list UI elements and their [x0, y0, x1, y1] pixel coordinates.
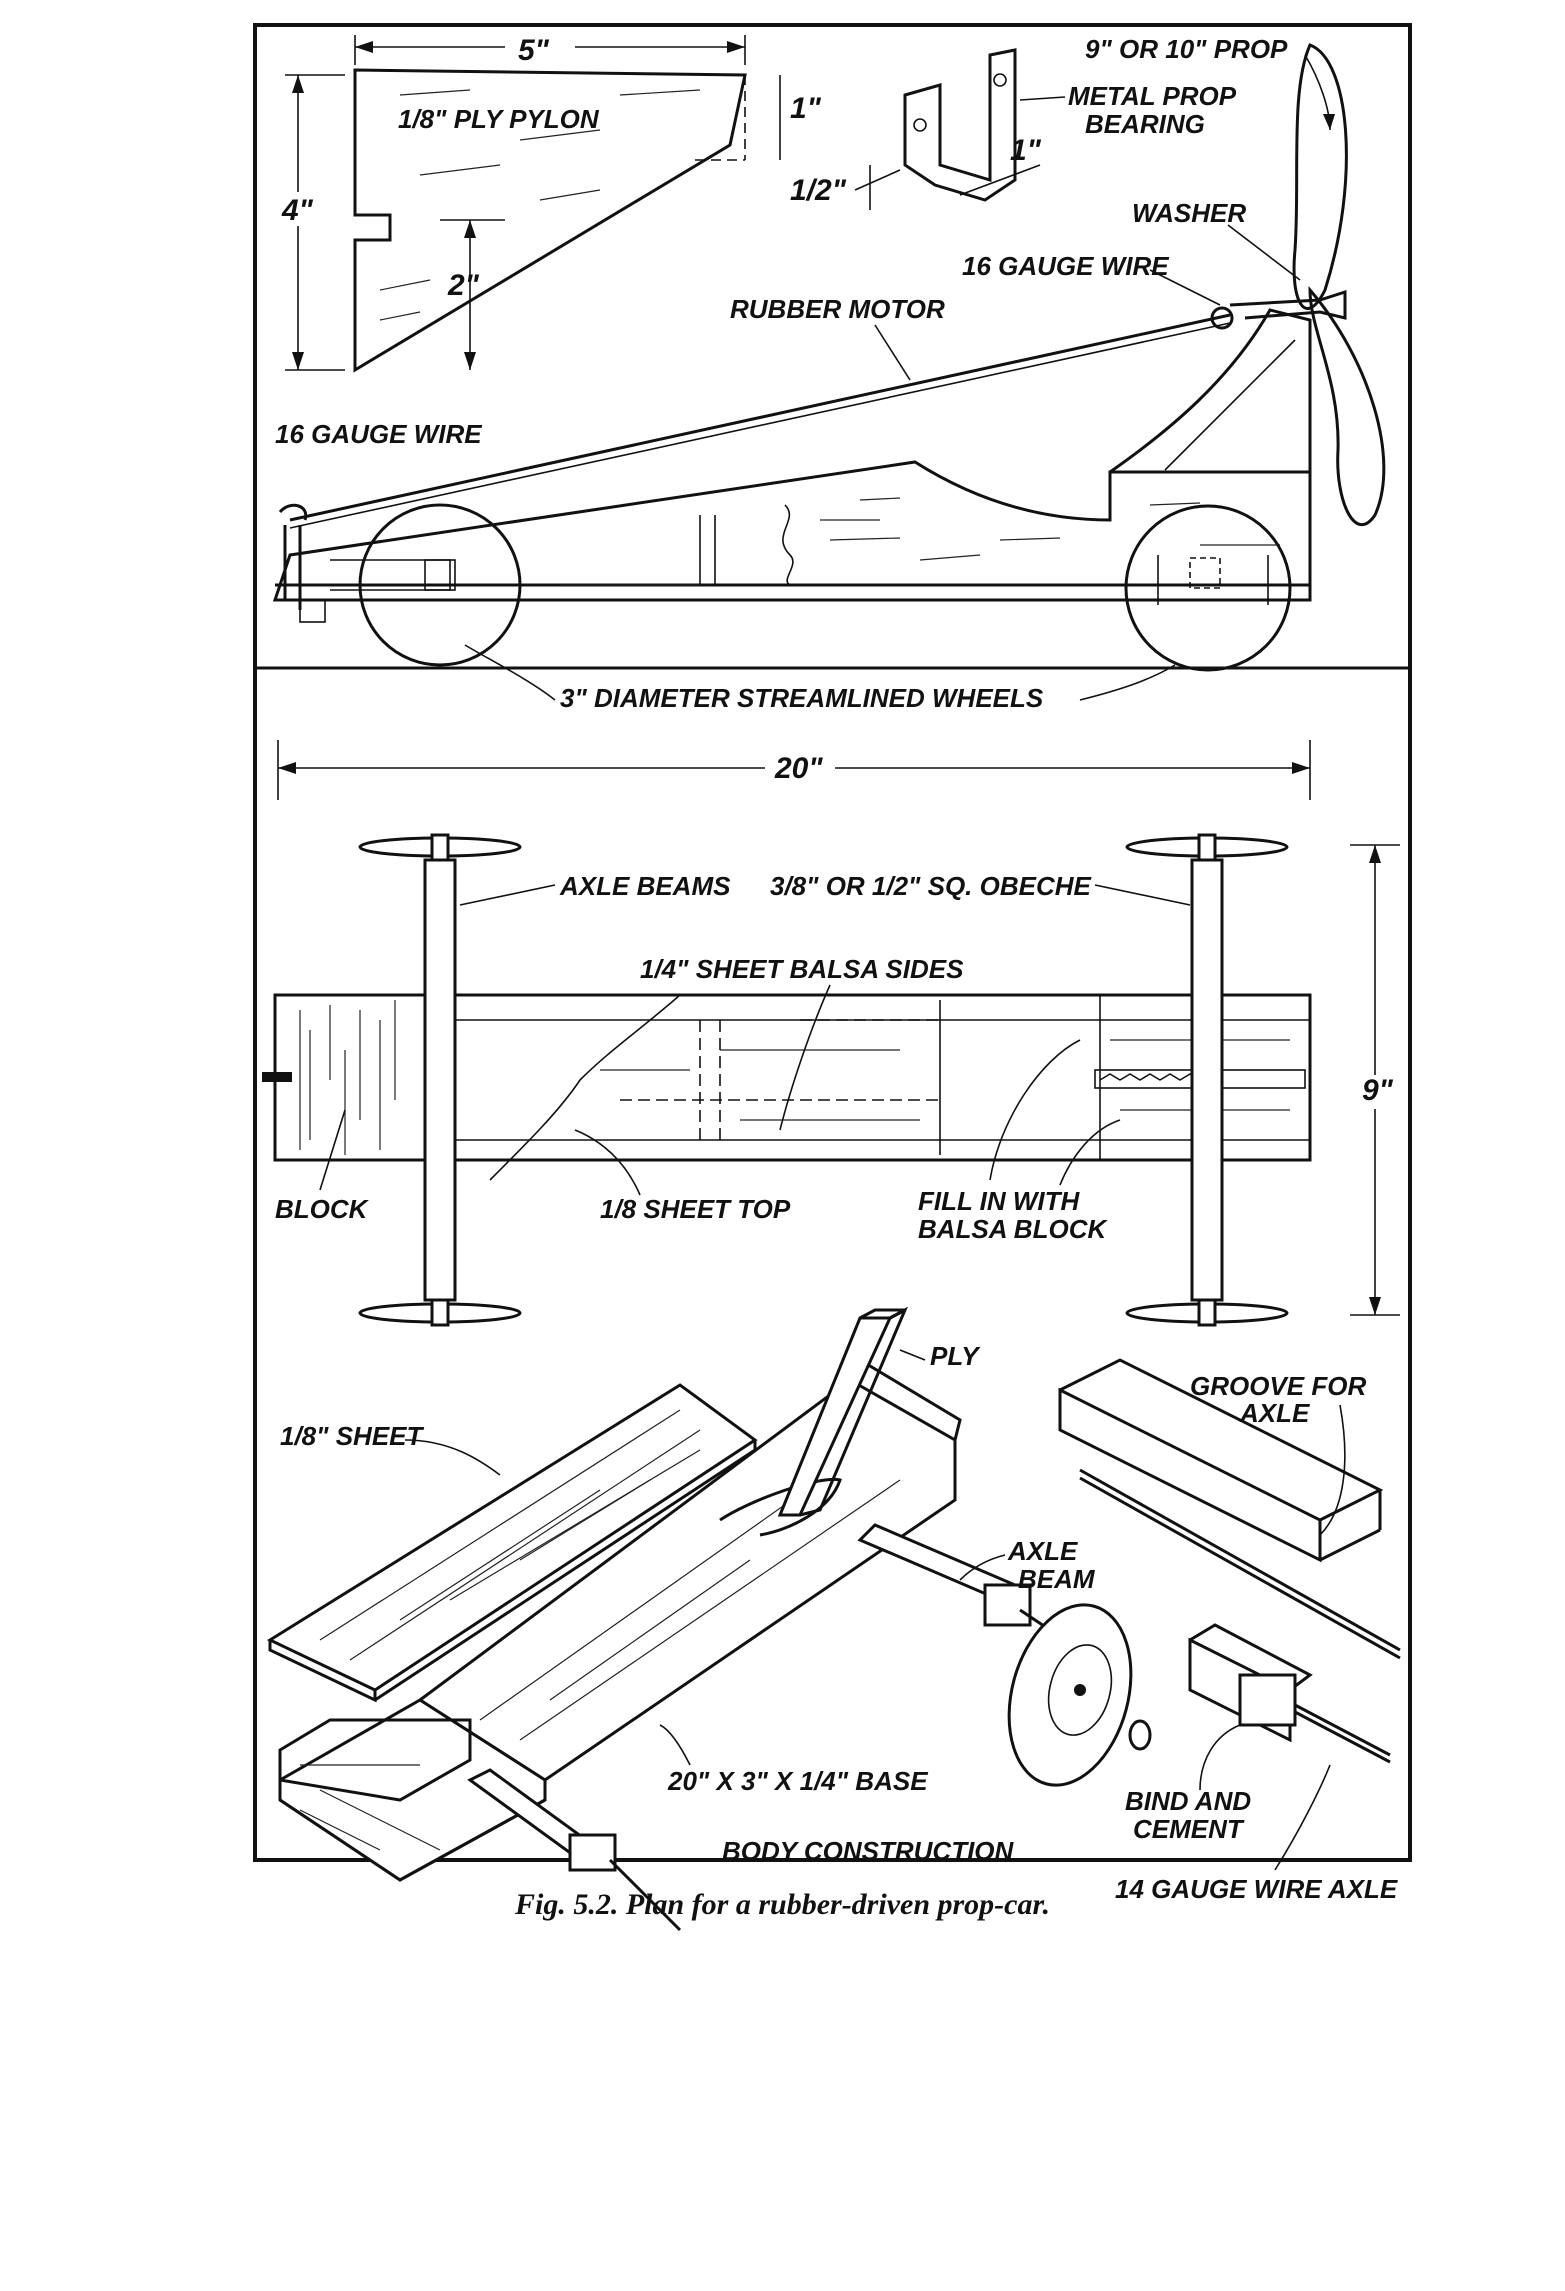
fill-in-label-2: BALSA BLOCK [918, 1214, 1108, 1244]
gauge-wire-left-label: 16 GAUGE WIRE [275, 419, 482, 449]
body-side-hatching [560, 497, 1280, 586]
block-label: BLOCK [275, 1194, 370, 1224]
prop-bearing-label-2: BEARING [1085, 109, 1205, 139]
pylon-hatching [379, 89, 701, 321]
propeller [1292, 43, 1386, 527]
ply-label: PLY [930, 1341, 981, 1371]
top-sheet-hatching [319, 1409, 701, 1661]
sheet-top-label: 1/8 SHEET TOP [600, 1194, 791, 1224]
sheet-label: 1/8" SHEET [280, 1421, 424, 1451]
dim-5: 5" [518, 34, 550, 67]
base-label: 20" X 3" X 1/4" BASE [667, 1766, 928, 1796]
plan-view: 20" 9" [262, 740, 1400, 1327]
dim-2: 2" [447, 269, 480, 302]
dim-1: 1" [790, 92, 822, 125]
gauge-wire-top-label: 16 GAUGE WIRE [962, 251, 1169, 281]
bind-label-2: CEMENT [1133, 1814, 1245, 1844]
rear-axle-beam [423, 858, 457, 1302]
groove-label-1: GROOVE FOR [1190, 1371, 1366, 1401]
obeche-label: 3/8" OR 1/2" SQ. OBECHE [770, 871, 1092, 901]
prop-bearing-bracket [854, 48, 1041, 210]
axle-beam-label-2: BEAM [1018, 1564, 1096, 1594]
dim-half: 1/2" [790, 174, 847, 207]
prop-label: 9" OR 10" PROP [1085, 34, 1288, 64]
prop-bearing-label-1: METAL PROP [1068, 81, 1237, 111]
wheels-label: 3" DIAMETER STREAMLINED WHEELS [560, 683, 1044, 713]
balsa-sides-label: 1/4" SHEET BALSA SIDES [640, 954, 964, 984]
groove-label-2: AXLE [1239, 1398, 1310, 1428]
rubber-motor [289, 313, 1231, 522]
dim-1-bearing: 1" [1010, 134, 1042, 167]
pylon-shape [353, 68, 747, 373]
axle-beam-label-1: AXLE [1007, 1536, 1078, 1566]
washer-label: WASHER [1132, 198, 1246, 228]
bind-label-1: BIND AND [1125, 1786, 1251, 1816]
body-construction-label: BODY CONSTRUCTION [722, 1836, 1015, 1866]
side-view: 5" 4" 2" 1" 1/8" PLY PYLON 1/2" 1" METAL… [270, 32, 1400, 713]
dim-9: 9" [1362, 1074, 1394, 1107]
rear-wheel-side [358, 503, 522, 667]
dim-20: 20" [774, 752, 823, 785]
rubber-motor-label: RUBBER MOTOR [730, 294, 945, 324]
front-wheel-side [1124, 504, 1292, 672]
fill-in-label-1: FILL IN WITH [918, 1186, 1080, 1216]
wire-axle-label: 14 GAUGE WIRE AXLE [1115, 1874, 1398, 1904]
dim-4: 4" [281, 194, 314, 227]
body-block-hatching [479, 1479, 901, 1741]
axle-beams-label: AXLE BEAMS [559, 871, 731, 901]
car-body-side [272, 460, 1312, 602]
base-hatching [299, 1764, 441, 1851]
body-construction-view: PLY AXLE BEAM GROOVE F [266, 1306, 1401, 1932]
figure-caption: Fig. 5.2. Plan for a rubber-driven prop-… [514, 1888, 1051, 1921]
drawing-frame [253, 23, 1412, 1862]
pylon-label: 1/8" PLY PYLON [398, 104, 600, 134]
front-axle-beam [1190, 858, 1224, 1302]
